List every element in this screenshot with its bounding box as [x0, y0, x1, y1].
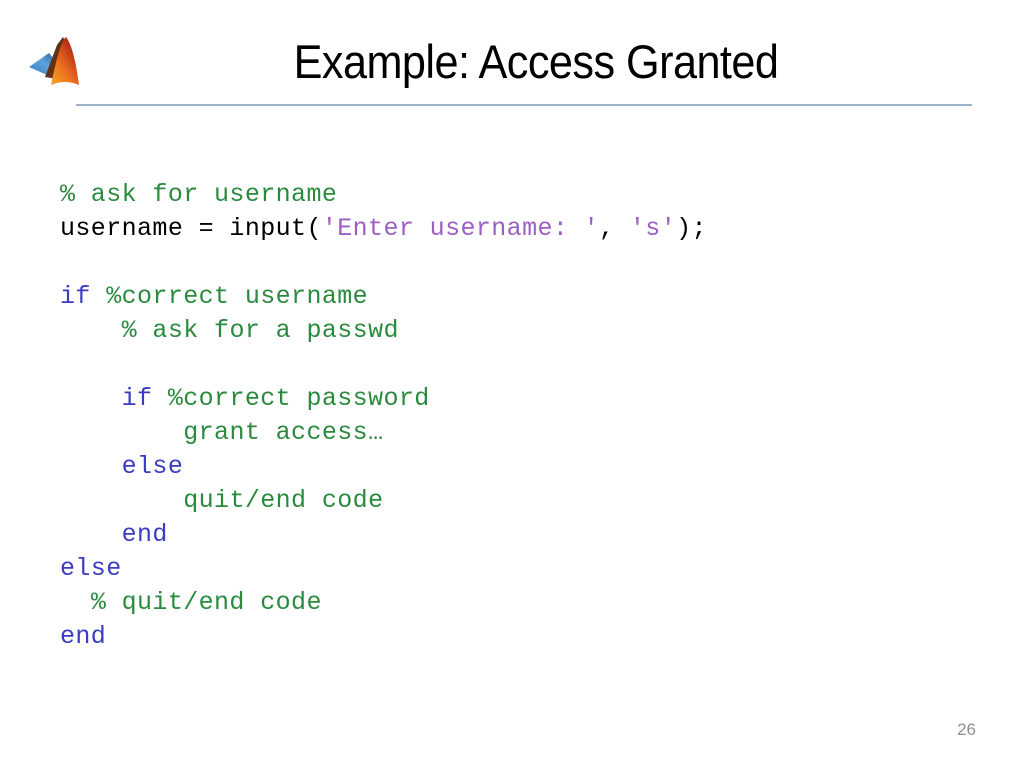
code-line: username = input('Enter username: ', 's'… [60, 212, 990, 246]
code-token-comment: quit/end code [183, 486, 384, 515]
code-line [60, 348, 990, 382]
slide-header: Example: Access Granted [0, 0, 1024, 118]
code-token-keyword: if [121, 384, 168, 413]
code-token-comment: %correct username [106, 282, 369, 311]
code-token-keyword: end [60, 622, 107, 651]
code-token-plain: ); [676, 214, 707, 243]
code-token-keyword: else [121, 452, 184, 481]
code-line [60, 246, 990, 280]
code-token-keyword: if [60, 282, 107, 311]
code-token-string: 's' [629, 214, 677, 243]
code-token-comment: grant access… [183, 418, 384, 447]
code-token-comment: %correct password [167, 384, 430, 413]
code-line: % ask for username [60, 178, 990, 212]
code-token-plain: , [599, 214, 630, 243]
code-token-plain: username = input( [60, 214, 322, 243]
code-token-keyword: end [121, 520, 168, 549]
code-token-string: 'Enter username: ' [321, 214, 600, 243]
code-token-comment: % ask for username [60, 180, 338, 209]
code-line: grant access… [60, 416, 990, 450]
title-divider [76, 104, 972, 106]
code-line: % ask for a passwd [60, 314, 990, 348]
code-line: else [60, 552, 990, 586]
page-title: Example: Access Granted [293, 35, 779, 88]
code-line: quit/end code [60, 484, 990, 518]
code-line: if %correct username [60, 280, 990, 314]
code-token-keyword: else [60, 554, 122, 583]
code-line: % quit/end code [60, 586, 990, 620]
code-token-comment: % ask for a passwd [121, 316, 399, 345]
code-block: % ask for username username = input('Ente… [60, 178, 990, 654]
code-line: else [60, 450, 990, 484]
code-token-comment: % quit/end code [90, 588, 322, 617]
code-line: end [60, 518, 990, 552]
matlab-membrane-logo [27, 33, 91, 91]
code-line: end [60, 620, 990, 654]
code-line: if %correct password [60, 382, 990, 416]
page-number: 26 [957, 720, 976, 739]
